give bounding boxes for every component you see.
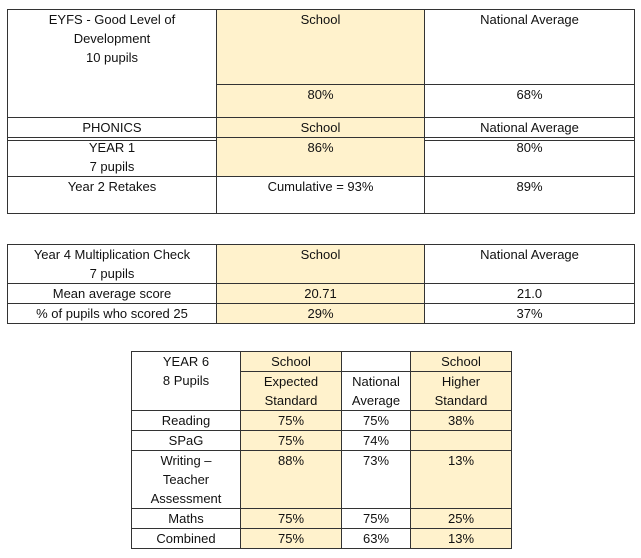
table-row: Maths 75% 75% 25% [131, 508, 512, 529]
eyfs-school-header: School [216, 9, 425, 85]
multiplication-row-national: 37% [424, 303, 635, 324]
year6-higher-header: Higher Standard [410, 371, 512, 411]
year6-row-national: 74% [341, 430, 411, 451]
year6-row-label: SPaG [131, 430, 241, 451]
year6-row-label-line: Assessment [150, 491, 222, 506]
phonics-national-header: National Average [424, 117, 635, 138]
year6-national-header-line: National [352, 374, 400, 389]
year6-row-label: Reading [131, 410, 241, 431]
multiplication-label: Year 4 Multiplication Check 7 pupils [7, 244, 217, 284]
phonics-school-header: School [216, 117, 425, 138]
multiplication-national-header: National Average [424, 244, 635, 284]
eyfs-label-line: 10 pupils [85, 50, 139, 65]
year6-row-label: Combined [131, 528, 241, 549]
phonics-title: PHONICS [7, 117, 217, 138]
multiplication-label-line: Year 4 Multiplication Check [33, 247, 191, 262]
year6-national-header-line: Average [351, 393, 401, 408]
year6-national-header: National Average [341, 371, 411, 411]
multiplication-row-school: 20.71 [216, 283, 425, 304]
phonics-table: PHONICS School National Average YEAR 1 7… [7, 117, 635, 214]
table-row: Combined 75% 63% 13% [131, 528, 512, 549]
year6-expected-header: Expected Standard [240, 371, 342, 411]
year6-national-header-spacer [341, 351, 411, 372]
phonics-row-school: Cumulative = 93% [216, 176, 425, 214]
multiplication-row-label: % of pupils who scored 25 [7, 303, 217, 324]
multiplication-row-national: 21.0 [424, 283, 635, 304]
year6-row-higher: 38% [410, 410, 512, 431]
year6-higher-header-line: Higher [441, 374, 481, 389]
multiplication-table: Year 4 Multiplication Check 7 pupils Sch… [7, 244, 635, 324]
table-row: YEAR 1 7 pupils 86% 80% [7, 137, 635, 177]
year6-row-national: 75% [341, 410, 411, 431]
eyfs-label-line: Development [73, 31, 151, 46]
year6-row-expected: 75% [240, 508, 342, 529]
phonics-row-national: 80% [424, 137, 635, 177]
phonics-row-school: 86% [216, 137, 425, 177]
multiplication-row-school: 29% [216, 303, 425, 324]
eyfs-label-line: EYFS - Good Level of [48, 12, 176, 27]
year6-row-expected: 75% [240, 410, 342, 431]
table-row: Mean average score 20.71 21.0 [7, 283, 635, 304]
year6-row-expected: 75% [240, 528, 342, 549]
year6-row-higher: 25% [410, 508, 512, 529]
table-row: % of pupils who scored 25 29% 37% [7, 303, 635, 324]
eyfs-national-header: National Average [424, 9, 635, 85]
year6-row-higher: 13% [410, 528, 512, 549]
phonics-row-label-line: 7 pupils [89, 159, 135, 174]
multiplication-row-label: Mean average score [7, 283, 217, 304]
year6-higher-header-line: Standard [434, 393, 488, 408]
year6-label-line: YEAR 6 [162, 354, 210, 369]
table-row: Reading 75% 75% 38% [131, 410, 512, 431]
year6-row-label-line: Writing – [160, 453, 212, 468]
year6-table: YEAR 6 8 Pupils School School Expected S… [131, 351, 512, 549]
multiplication-school-header: School [216, 244, 425, 284]
phonics-row-national: 89% [424, 176, 635, 214]
year6-expected-header-line: Standard [264, 393, 318, 408]
year6-label-line: 8 Pupils [162, 373, 210, 388]
phonics-row-label: YEAR 1 7 pupils [7, 137, 217, 177]
year6-row-expected: 75% [240, 430, 342, 451]
phonics-row-label: Year 2 Retakes [7, 176, 217, 214]
year6-expected-header-line: Expected [263, 374, 319, 389]
table-row: Writing – Teacher Assessment 88% 73% 13% [131, 450, 512, 509]
year6-row-higher [410, 430, 512, 451]
year6-label: YEAR 6 8 Pupils [131, 351, 241, 411]
year6-row-label: Maths [131, 508, 241, 529]
year6-row-national: 63% [341, 528, 411, 549]
table-row: Year 2 Retakes Cumulative = 93% 89% [7, 176, 635, 214]
year6-row-national: 73% [341, 450, 411, 509]
year6-row-higher: 13% [410, 450, 512, 509]
year6-school-header-expected: School [240, 351, 342, 372]
multiplication-label-line: 7 pupils [89, 266, 135, 281]
year6-school-header-higher: School [410, 351, 512, 372]
year6-row-expected: 88% [240, 450, 342, 509]
table-row: SPaG 75% 74% [131, 430, 512, 451]
year6-row-label: Writing – Teacher Assessment [131, 450, 241, 509]
phonics-row-label-line: YEAR 1 [88, 140, 136, 155]
year6-row-national: 75% [341, 508, 411, 529]
year6-row-label-line: Teacher [162, 472, 210, 487]
